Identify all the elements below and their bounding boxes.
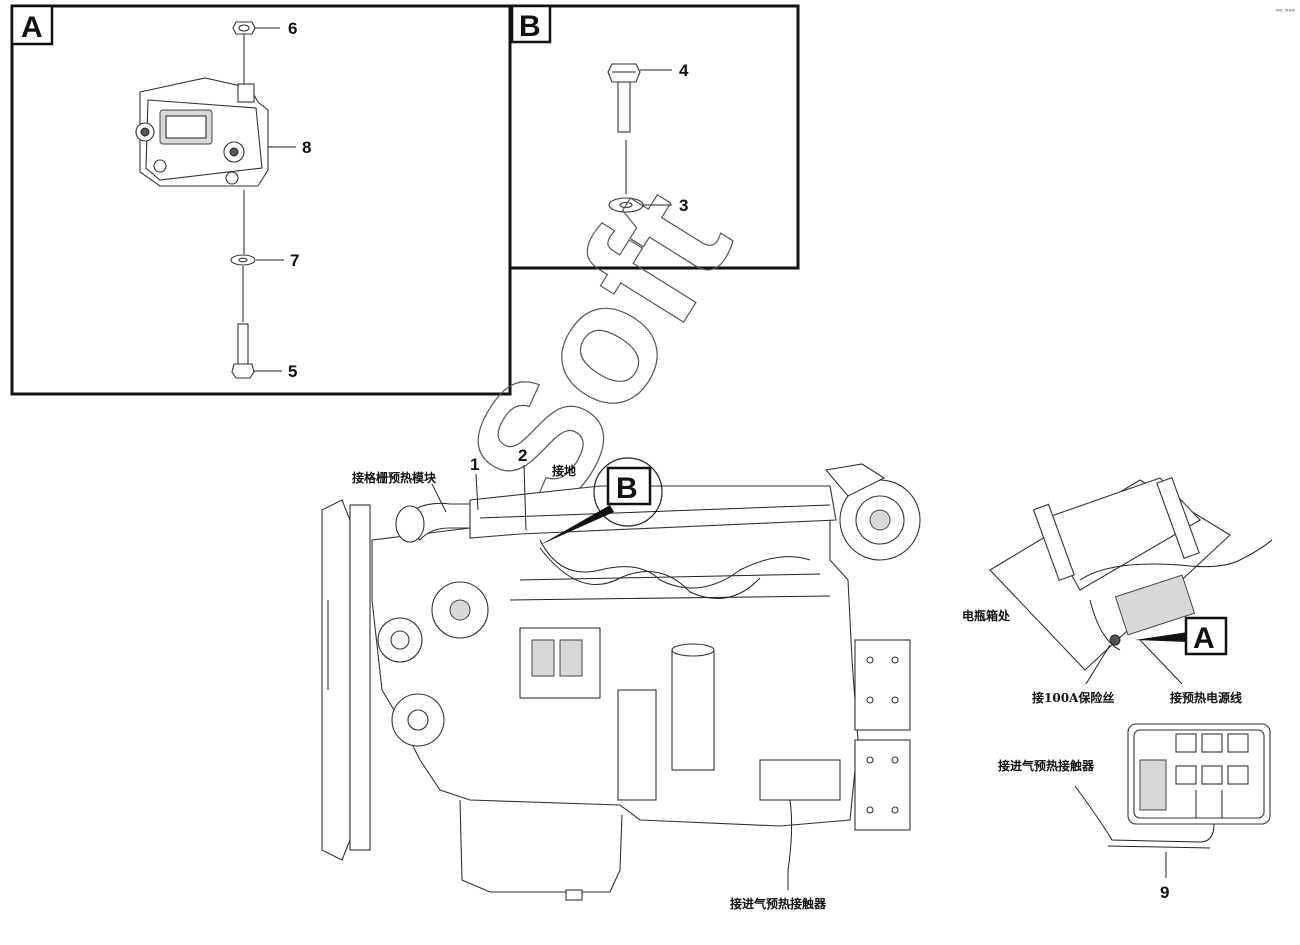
- contactor-icon: [1127, 723, 1271, 825]
- label-preheat-power-line: 接预热电源线: [1170, 690, 1242, 705]
- washer-icon: [608, 197, 672, 213]
- label-intake-preheat-contactor-right: 接进气预热接触器: [998, 758, 1095, 773]
- battery-a-label: A: [1193, 622, 1215, 655]
- detail-box-b: B 4 3: [508, 4, 800, 270]
- callout-6: 6: [288, 19, 297, 38]
- label-ground: 接地: [552, 463, 576, 478]
- watermark-text: Soft: [430, 159, 766, 540]
- battery-box-illustration: [989, 476, 1273, 671]
- label-fuse-100a: 接100A保险丝: [1032, 690, 1114, 705]
- corner-mark: ᵒᵒ ᵒᵒᵒ: [1276, 7, 1295, 16]
- label-intake-preheat-contactor-bottom: 接进气预热接触器: [730, 896, 827, 911]
- callout-9: 9: [1160, 883, 1169, 902]
- label-battery-box: 电瓶箱处: [962, 608, 1011, 623]
- callout-4: 4: [679, 61, 689, 80]
- washer-icon: [230, 254, 284, 322]
- callout-8: 8: [302, 138, 311, 157]
- engine-illustration: [321, 463, 921, 901]
- engine-b-label: B: [616, 472, 638, 505]
- callout-2: 2: [518, 446, 527, 465]
- preheat-module-icon: [135, 77, 296, 254]
- bolt-icon: [231, 323, 282, 379]
- callout-3: 3: [679, 196, 688, 215]
- callout-1: 1: [470, 455, 479, 474]
- callout-7: 7: [290, 251, 299, 270]
- detail-box-a: A 6 8: [10, 4, 512, 396]
- engine-b-marker: [540, 457, 663, 545]
- callout-5: 5: [288, 362, 297, 381]
- bolt-icon: [607, 63, 672, 194]
- label-grid-preheat-module: 接格栅预热模块: [352, 470, 437, 485]
- box-b-label: B: [519, 10, 541, 43]
- box-a-label: A: [21, 11, 43, 44]
